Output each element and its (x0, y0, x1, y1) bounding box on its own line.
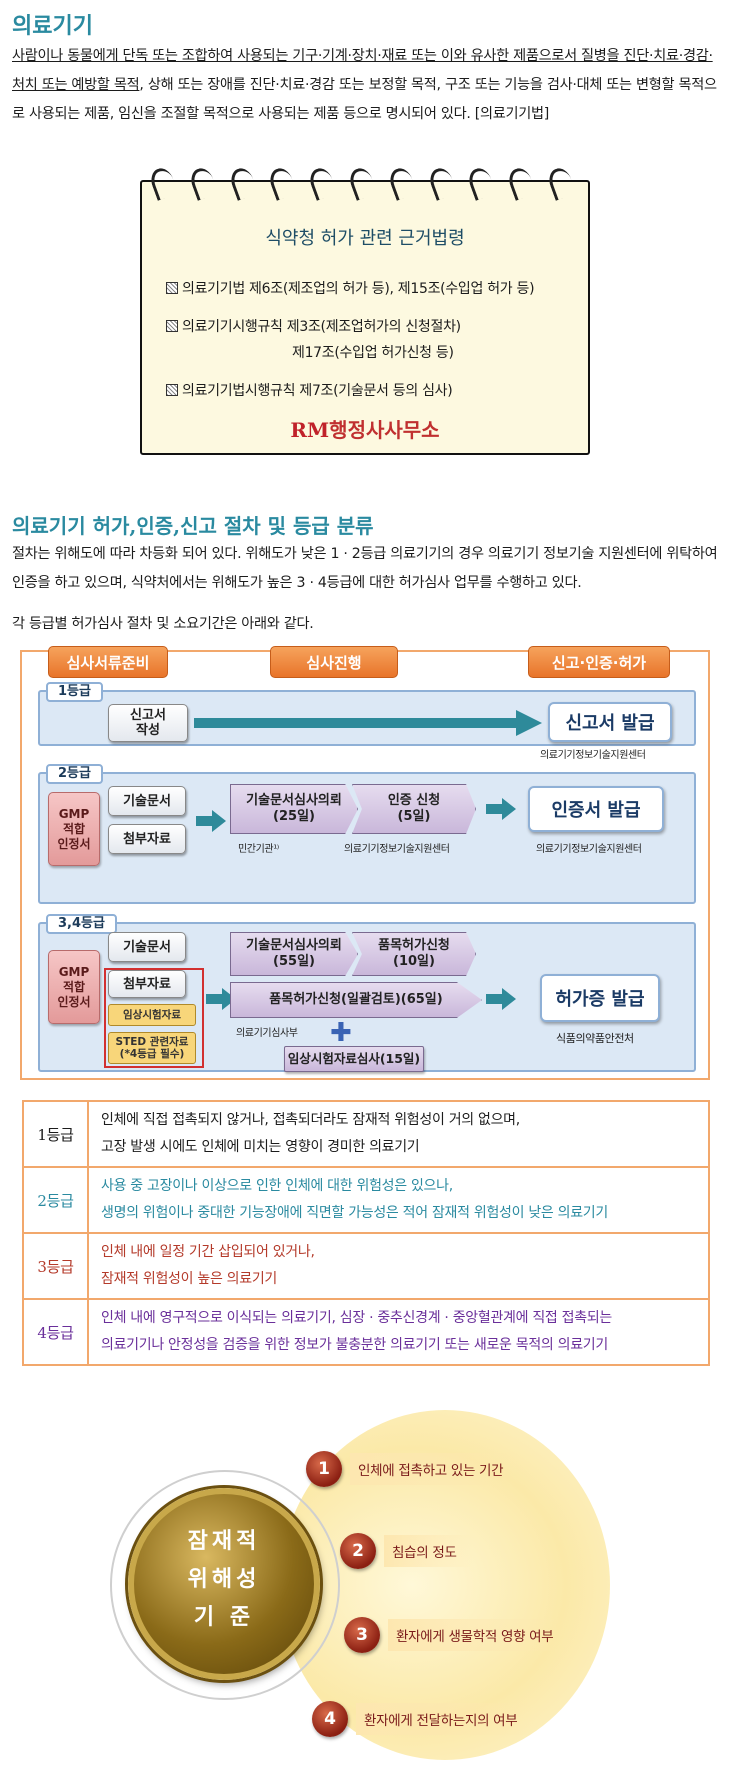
grade-description: 인체 내에 일정 기간 삽입되어 있거나, 잠재적 위험성이 높은 의료기기 (87, 1232, 710, 1300)
criteria-item: 4 환자에게 전달하는지의 여부 (312, 1701, 534, 1737)
grade1-result: 신고서 발급 (548, 702, 672, 742)
definition-segment: 사람이나 동물에게 단독 또는 조합하여 사용되는 기구·기계·장치·재료 또는… (12, 48, 713, 93)
criteria-coin (128, 1488, 320, 1680)
grade34-result: 허가증 발급 (540, 974, 660, 1022)
grade-description: 인체 내에 영구적으로 이식되는 의료기기, 심장 · 중추신경계 · 중앙혈관… (87, 1298, 710, 1366)
grade-row: 4등급 인체 내에 영구적으로 이식되는 의료기기, 심장 · 중추신경계 · 중… (22, 1298, 710, 1366)
grade34-agency: 식품의약품안전처 (556, 1032, 634, 1045)
criteria-item: 2 침습의 정도 (340, 1533, 473, 1569)
grade2-center: 의료기기정보기술지원센터 (344, 844, 450, 855)
grade2-agency: 의료기기정보기술지원센터 (536, 844, 642, 855)
procedure-intro: 각 등급별 허가심사 절차 및 소요기간은 아래와 같다. (12, 616, 314, 632)
grade-name: 1등급 (22, 1100, 89, 1168)
checkbox-icon (166, 282, 178, 294)
grade-description-line: 고장 발생 시에도 인체에 미치는 영향이 경미한 의료기기 (101, 1139, 420, 1155)
stage-tab-issue: 신고·인증·허가 (528, 646, 670, 678)
notepad-heading: 식약청 허가 관련 근거법령 (265, 228, 465, 249)
grade34-attach-group (104, 968, 204, 1068)
law-line: 의료기기법 제6조(제조업의 허가 등), 제15조(수입업 허가 등) (166, 278, 535, 298)
grade34-techdoc-box: 기술문서 (108, 932, 186, 962)
law-line: 의료기기시행규칙 제3조(제조업허가의 신청절차) (166, 316, 461, 336)
rm-office-logo: RM행정사사무소 (290, 418, 440, 442)
criteria-number: 3 (344, 1617, 380, 1653)
notepad-spiral-binding (147, 165, 577, 202)
arrow-icon (486, 798, 516, 820)
grade2-techdoc-box: 기술문서 (108, 786, 186, 816)
law-line: 의료기기법시행규칙 제7조(기술문서 등의 심사) (166, 380, 453, 400)
grade2-label: 2등급 (46, 764, 103, 784)
grade-description-line: 의료기기나 안정성을 검증을 위한 정보가 불충분한 의료기기 또는 새로운 목… (101, 1337, 608, 1353)
grade-row: 2등급 사용 중 고장이나 이상으로 인한 인체에 대한 위험성은 있으나, 생명의… (22, 1166, 710, 1234)
criteria-label: 인체에 접촉하고 있는 기간 (350, 1453, 520, 1485)
arrow-icon (486, 988, 516, 1010)
grade1-agency: 의료기기정보기술지원센터 (540, 750, 646, 761)
grade-name: 4등급 (22, 1298, 89, 1366)
grade-description-line: 인체에 직접 접촉되지 않거나, 접촉되더라도 잠재적 위험성이 거의 없으며, (101, 1112, 520, 1128)
grade-name: 2등급 (22, 1166, 89, 1234)
grade-description-line: 잠재적 위험성이 높은 의료기기 (101, 1271, 277, 1287)
grade1-report-box: 신고서 작성 (108, 704, 188, 742)
law-line: 제17조(수입업 허가신청 등) (292, 345, 454, 361)
criteria-number: 4 (312, 1701, 348, 1737)
grade34-label: 3,4등급 (46, 914, 117, 934)
criteria-label: 환자에게 생물학적 영향 여부 (388, 1619, 570, 1651)
grade34-clinical-data: 임상시험자료 (108, 1004, 196, 1026)
criteria-label: 침습의 정도 (384, 1535, 473, 1567)
stage-tab-review: 심사진행 (270, 646, 398, 678)
criteria-number: 2 (340, 1533, 376, 1569)
criteria-arc (110, 1470, 340, 1700)
criteria-label: 환자에게 전달하는지의 여부 (356, 1703, 534, 1735)
criteria-item: 3 환자에게 생물학적 영향 여부 (344, 1617, 570, 1653)
risk-criteria-graphic: 잠재적 위해성 기 준 1 인체에 접촉하고 있는 기간 2 침습의 정도 3 … (100, 1400, 640, 1770)
checkbox-icon (166, 320, 178, 332)
section-title-medical-device: 의료기기 (12, 13, 93, 39)
checkbox-icon (166, 384, 178, 396)
grade-description-line: 사용 중 고장이나 이상으로 인한 인체에 대한 위험성은 있으나, (101, 1178, 453, 1194)
grade34-step-permit: 품목허가신청 (10일) (352, 932, 476, 976)
legal-basis-notepad: 식약청 허가 관련 근거법령 의료기기법 제6조(제조업의 허가 등), 제15… (140, 165, 590, 455)
section-title-procedure: 의료기기 허가,인증,신고 절차 및 등급 분류 (12, 514, 374, 538)
grade2-private-agency: 민간기관¹⁾ (238, 844, 279, 855)
stage-tab-prepare: 심사서류준비 (48, 646, 168, 678)
criteria-number: 1 (306, 1451, 342, 1487)
arrow-icon (206, 988, 236, 1010)
grade2-gmp-box: GMP 적합 인정서 (48, 792, 100, 866)
grade2-step-cert: 인증 신청 (5일) (352, 784, 476, 834)
medical-device-definition: 사람이나 동물에게 단독 또는 조합하여 사용되는 기구·기계·장치·재료 또는… (12, 42, 724, 129)
grade-row: 3등급 인체 내에 일정 기간 삽입되어 있거나, 잠재적 위험성이 높은 의료기기 (22, 1232, 710, 1300)
grade34-step-batch: 품목허가신청(일괄검토)(65일) (230, 982, 482, 1018)
grade-description: 사용 중 고장이나 이상으로 인한 인체에 대한 위험성은 있으나, 생명의 위험… (87, 1166, 710, 1234)
grade2-result: 인증서 발급 (528, 786, 664, 832)
grade2-step-techdoc: 기술문서심사의뢰 (25일) (230, 784, 358, 834)
definition-segment: , 상해 또는 장애를 진단·치료·경감 또는 보정할 목적, 구조 또는 기능… (12, 77, 717, 122)
grade2-attach-box: 첨부자료 (108, 824, 186, 854)
grade34-step-clinical: 임상시험자료심사(15일) (284, 1046, 424, 1072)
arrow-icon (196, 810, 226, 832)
grade-description: 인체에 직접 접촉되지 않거나, 접촉되더라도 잠재적 위험성이 거의 없으며,… (87, 1100, 710, 1168)
criteria-item: 1 인체에 접촉하고 있는 기간 (306, 1451, 520, 1487)
grade34-gmp-box: GMP 적합 인정서 (48, 950, 100, 1024)
grade-description-line: 인체 내에 일정 기간 삽입되어 있거나, (101, 1244, 315, 1260)
plus-icon: ✚ (330, 1018, 352, 1048)
grade-description-line: 인체 내에 영구적으로 이식되는 의료기기, 심장 · 중추신경계 · 중앙혈관… (101, 1310, 612, 1326)
grade1-label: 1등급 (46, 682, 103, 702)
grade34-step-techdoc: 기술문서심사의뢰 (55일) (230, 932, 358, 976)
grade-process-diagram: 심사서류준비 심사진행 신고·인증·허가 1등급 신고서 작성 신고서 발급 의… (20, 646, 710, 1080)
criteria-center-text: 잠재적 위해성 기 준 (187, 1528, 261, 1630)
grade34-dept: 의료기기심사부 (236, 1028, 298, 1039)
grade34-attach-box: 첨부자료 (108, 970, 186, 998)
procedure-description: 절차는 위해도에 따라 차등화 되어 있다. 위해도가 낮은 1 · 2등급 의… (12, 546, 718, 591)
grade-description-line: 생명의 위험이나 중대한 기능장애에 직면할 가능성은 적어 잠재적 위험성이 … (101, 1205, 608, 1221)
grade34-sted-data: STED 관련자료 (*4등급 필수) (108, 1032, 196, 1064)
grade1-long-arrow (194, 710, 542, 736)
grade-name: 3등급 (22, 1232, 89, 1300)
